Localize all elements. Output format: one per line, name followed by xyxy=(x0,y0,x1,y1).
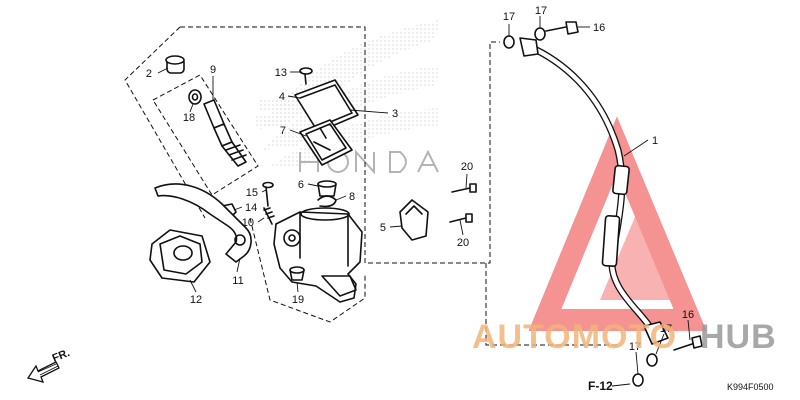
callout-19: 19 xyxy=(292,294,304,306)
callout-16-top: 16 xyxy=(593,22,605,34)
piston-kit-box xyxy=(152,74,259,196)
frame-reference: F-12 xyxy=(588,379,631,393)
callout-9: 9 xyxy=(210,64,216,76)
callout-15: 15 xyxy=(246,187,258,199)
callout-1: 1 xyxy=(652,135,658,147)
part-seal xyxy=(317,180,337,197)
diagram-code: K994F0500 xyxy=(727,382,774,392)
part-screw-13 xyxy=(299,67,313,85)
leader-lines xyxy=(157,16,691,375)
part-sealing-washer-top-left xyxy=(503,35,515,49)
callout-16-bottom: 16 xyxy=(682,309,694,321)
part-holder xyxy=(399,199,429,241)
part-sealing-washer-top-right xyxy=(534,27,546,41)
part-holder-bolt-lower xyxy=(449,213,473,223)
frame-reference-label: F-12 xyxy=(588,379,613,393)
callout-17-top-left: 17 xyxy=(503,11,515,23)
callout-17-top-right: 17 xyxy=(535,5,547,17)
watermark-text-hub: HUB xyxy=(700,318,777,356)
callout-6: 6 xyxy=(298,179,304,191)
part-reservoir-cap xyxy=(294,79,359,133)
callout-18: 18 xyxy=(183,112,195,124)
callout-5: 5 xyxy=(380,222,386,234)
callout-2: 2 xyxy=(146,68,152,80)
callout-20-upper: 20 xyxy=(461,161,473,173)
callout-labels: 2 9 18 13 4 3 7 6 8 15 14 10 11 12 19 5 … xyxy=(146,5,694,353)
assembly-boundary-left xyxy=(124,26,206,219)
front-direction-arrow: FR. xyxy=(26,347,72,383)
callout-7: 7 xyxy=(280,125,286,137)
hose-lower-boundary xyxy=(485,263,620,346)
watermark-triangle xyxy=(528,116,707,331)
assembly-boundary-lower xyxy=(249,217,366,323)
front-direction-label: FR. xyxy=(51,347,72,365)
callout-3: 3 xyxy=(392,108,398,120)
part-lever-cover xyxy=(149,229,211,283)
callout-13: 13 xyxy=(275,67,287,79)
callout-11: 11 xyxy=(232,275,243,287)
callout-14: 14 xyxy=(245,202,257,214)
assembly-boundary xyxy=(180,26,500,264)
part-oil-bolt-top xyxy=(545,21,579,35)
callout-4: 4 xyxy=(279,91,285,103)
part-brake-lever xyxy=(154,183,252,263)
callout-17-bottom-left: 17 xyxy=(629,341,641,353)
part-cap xyxy=(165,55,185,74)
callout-12: 12 xyxy=(190,294,202,306)
part-piston-set xyxy=(203,99,247,167)
part-switch-screw xyxy=(263,207,275,225)
part-oil-bolt-bottom xyxy=(673,335,703,351)
part-brake-hose xyxy=(519,37,669,345)
part-pivot-bolt xyxy=(262,181,274,207)
part-sealing-washer-bottom-left xyxy=(632,373,644,387)
callout-17-bottom-right: 17 xyxy=(660,323,672,335)
part-circlip xyxy=(188,89,202,105)
part-holder-bolt-upper xyxy=(451,183,477,193)
part-diaphragm xyxy=(299,119,353,166)
part-cylinder-cap xyxy=(289,266,305,281)
watermark-text: AUTOMOTO HUB xyxy=(472,318,777,356)
part-master-cylinder xyxy=(273,207,363,303)
callout-10: 10 xyxy=(242,217,254,229)
watermark-text-automoto: AUTOMOTO xyxy=(472,318,677,356)
part-sealing-washer-bottom-right xyxy=(646,353,658,367)
callout-8: 8 xyxy=(349,191,355,203)
callout-20-lower: 20 xyxy=(457,237,469,249)
part-o-ring xyxy=(317,195,337,208)
